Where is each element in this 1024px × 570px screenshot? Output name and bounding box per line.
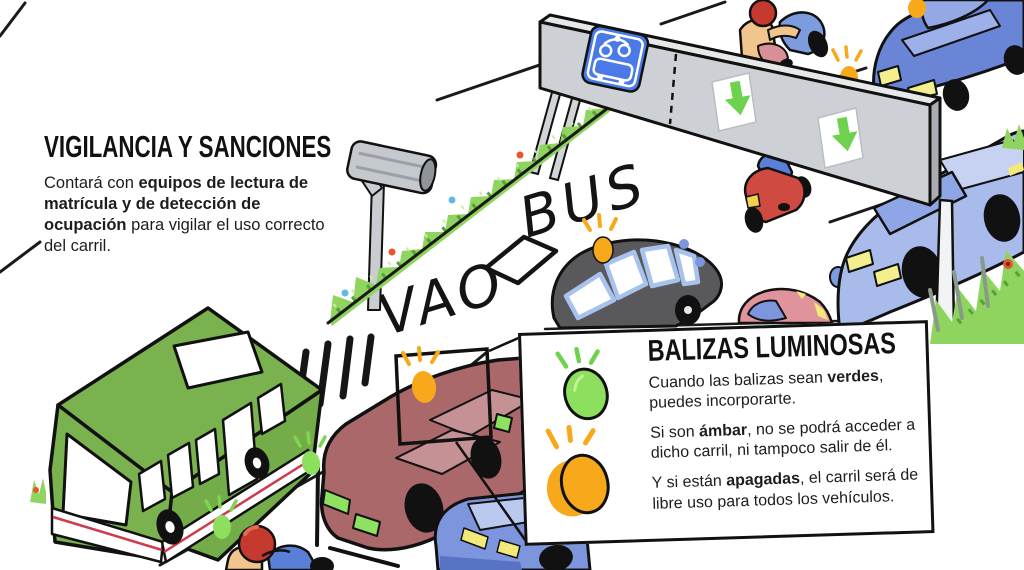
- car-dark-gray: [550, 213, 724, 330]
- amber-beacon-icon: [545, 424, 610, 517]
- balizas-title: BALIZAS LUMINOSAS: [647, 327, 897, 368]
- red-helmet-icon: [748, 0, 778, 28]
- grass-median: [326, 84, 632, 326]
- balizas-callout: BALIZAS LUMINOSAS Cuando las balizas sea…: [518, 320, 935, 546]
- vao-lane-marking: VAO: [371, 250, 513, 350]
- bird-blue: [341, 289, 349, 297]
- balizas-rule-amber: Si son ámbar, no se podrá acceder a dich…: [649, 416, 916, 463]
- beacon-magnifier-box: [394, 334, 530, 545]
- red-helmet-icon: [237, 524, 277, 564]
- car-pink: [737, 266, 847, 325]
- balizas-content: BALIZAS LUMINOSAS Cuando las balizas sea…: [521, 323, 925, 517]
- green-beacon-icon: [555, 346, 609, 421]
- green-road-beacons: [204, 431, 586, 561]
- amber-beacon-small: [908, 0, 926, 18]
- bird-blue: [448, 196, 456, 204]
- down-arrow-sign-icon: [711, 72, 757, 132]
- flower-red: [388, 248, 396, 256]
- scooter-rider-bottom: [224, 524, 334, 570]
- balizas-rule-green: Cuando las balizas sean verdes, puedes i…: [648, 367, 884, 413]
- overhead-gantry: [538, 13, 942, 207]
- vigilancia-body: Contará con equipos de lectura de matríc…: [44, 173, 325, 255]
- grass-tuft-left: [30, 478, 46, 504]
- car-blue-right: [836, 129, 1024, 334]
- balizas-rule-off: Y si están apagadas, el carril será de l…: [651, 466, 919, 513]
- vigilancia-title: VIGILANCIA Y SANCIONES: [44, 129, 332, 164]
- vigilancia-section: VIGILANCIA Y SANCIONES Contará con equip…: [44, 129, 344, 257]
- flower-red: [516, 151, 524, 159]
- city-bus-green: [48, 306, 324, 564]
- vao-diamond-marking: [483, 234, 559, 286]
- grass-roadside-right: [928, 124, 1024, 344]
- amber-beacon-zoomed: [401, 346, 440, 403]
- vao-lane-sign-icon: [581, 24, 650, 93]
- amber-beacon-small: [582, 213, 618, 264]
- down-arrow-sign-icon: [817, 107, 864, 169]
